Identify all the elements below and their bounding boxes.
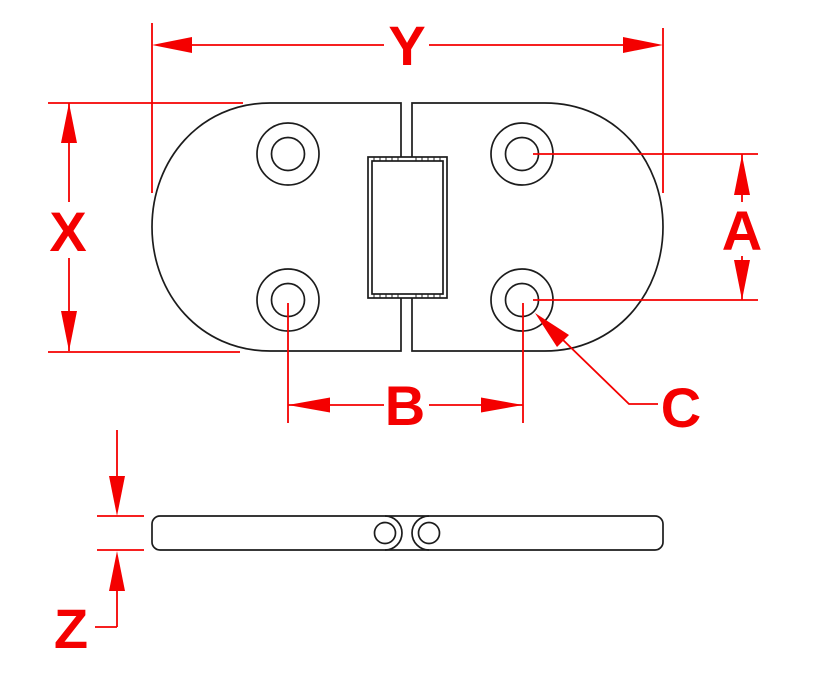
side-view-knuckle-right-arc xyxy=(411,515,430,551)
side-view-pin-left xyxy=(373,521,397,545)
hole-top-left-inner xyxy=(270,136,306,172)
y-arrow-right-icon xyxy=(623,37,663,53)
side-view-hinge-outline xyxy=(151,515,664,551)
hinge-knuckle-outer xyxy=(367,156,448,299)
x-arrow-bottom-icon xyxy=(61,311,77,351)
a-arrow-bottom-icon xyxy=(734,260,750,300)
a-arrow-top-icon xyxy=(734,155,750,195)
hole-top-left-outer xyxy=(256,122,320,186)
top-view-hinge-outline xyxy=(151,102,664,352)
y-arrow-left-icon xyxy=(152,37,192,53)
dimension-A-hole-vertical-spacing: A xyxy=(533,153,762,301)
knuckle-ticks xyxy=(373,157,441,298)
dimension-Z-plate-thickness: Z xyxy=(54,430,144,660)
b-arrow-right-icon xyxy=(481,397,523,413)
z-arrow-down-icon xyxy=(109,476,125,516)
dim-label-Y: Y xyxy=(388,14,425,77)
dim-label-B: B xyxy=(385,374,425,437)
c-leader-line xyxy=(560,337,658,405)
dim-label-C: C xyxy=(661,376,701,439)
dimension-X-overall-height: X xyxy=(48,102,243,353)
dim-label-Z: Z xyxy=(54,597,88,660)
hinge-knuckle-inner xyxy=(371,160,444,295)
z-arrow-up-icon xyxy=(109,551,125,591)
dim-label-A: A xyxy=(722,199,762,262)
left-leaf-outline xyxy=(151,102,402,352)
x-arrow-top-icon xyxy=(61,103,77,143)
dimension-Y-overall-width: Y xyxy=(151,14,664,193)
side-view-knuckle-left-arc xyxy=(384,515,403,551)
callout-C-hole-leader: C xyxy=(535,313,701,439)
dim-label-X: X xyxy=(49,200,86,263)
b-arrow-left-icon xyxy=(288,397,330,413)
side-view-bar xyxy=(151,515,664,551)
right-leaf-outline xyxy=(411,102,664,352)
c-leader-arrow-icon xyxy=(535,313,569,347)
dimension-B-hole-horizontal-spacing: B xyxy=(287,303,524,437)
side-view-pin-right xyxy=(417,521,441,545)
